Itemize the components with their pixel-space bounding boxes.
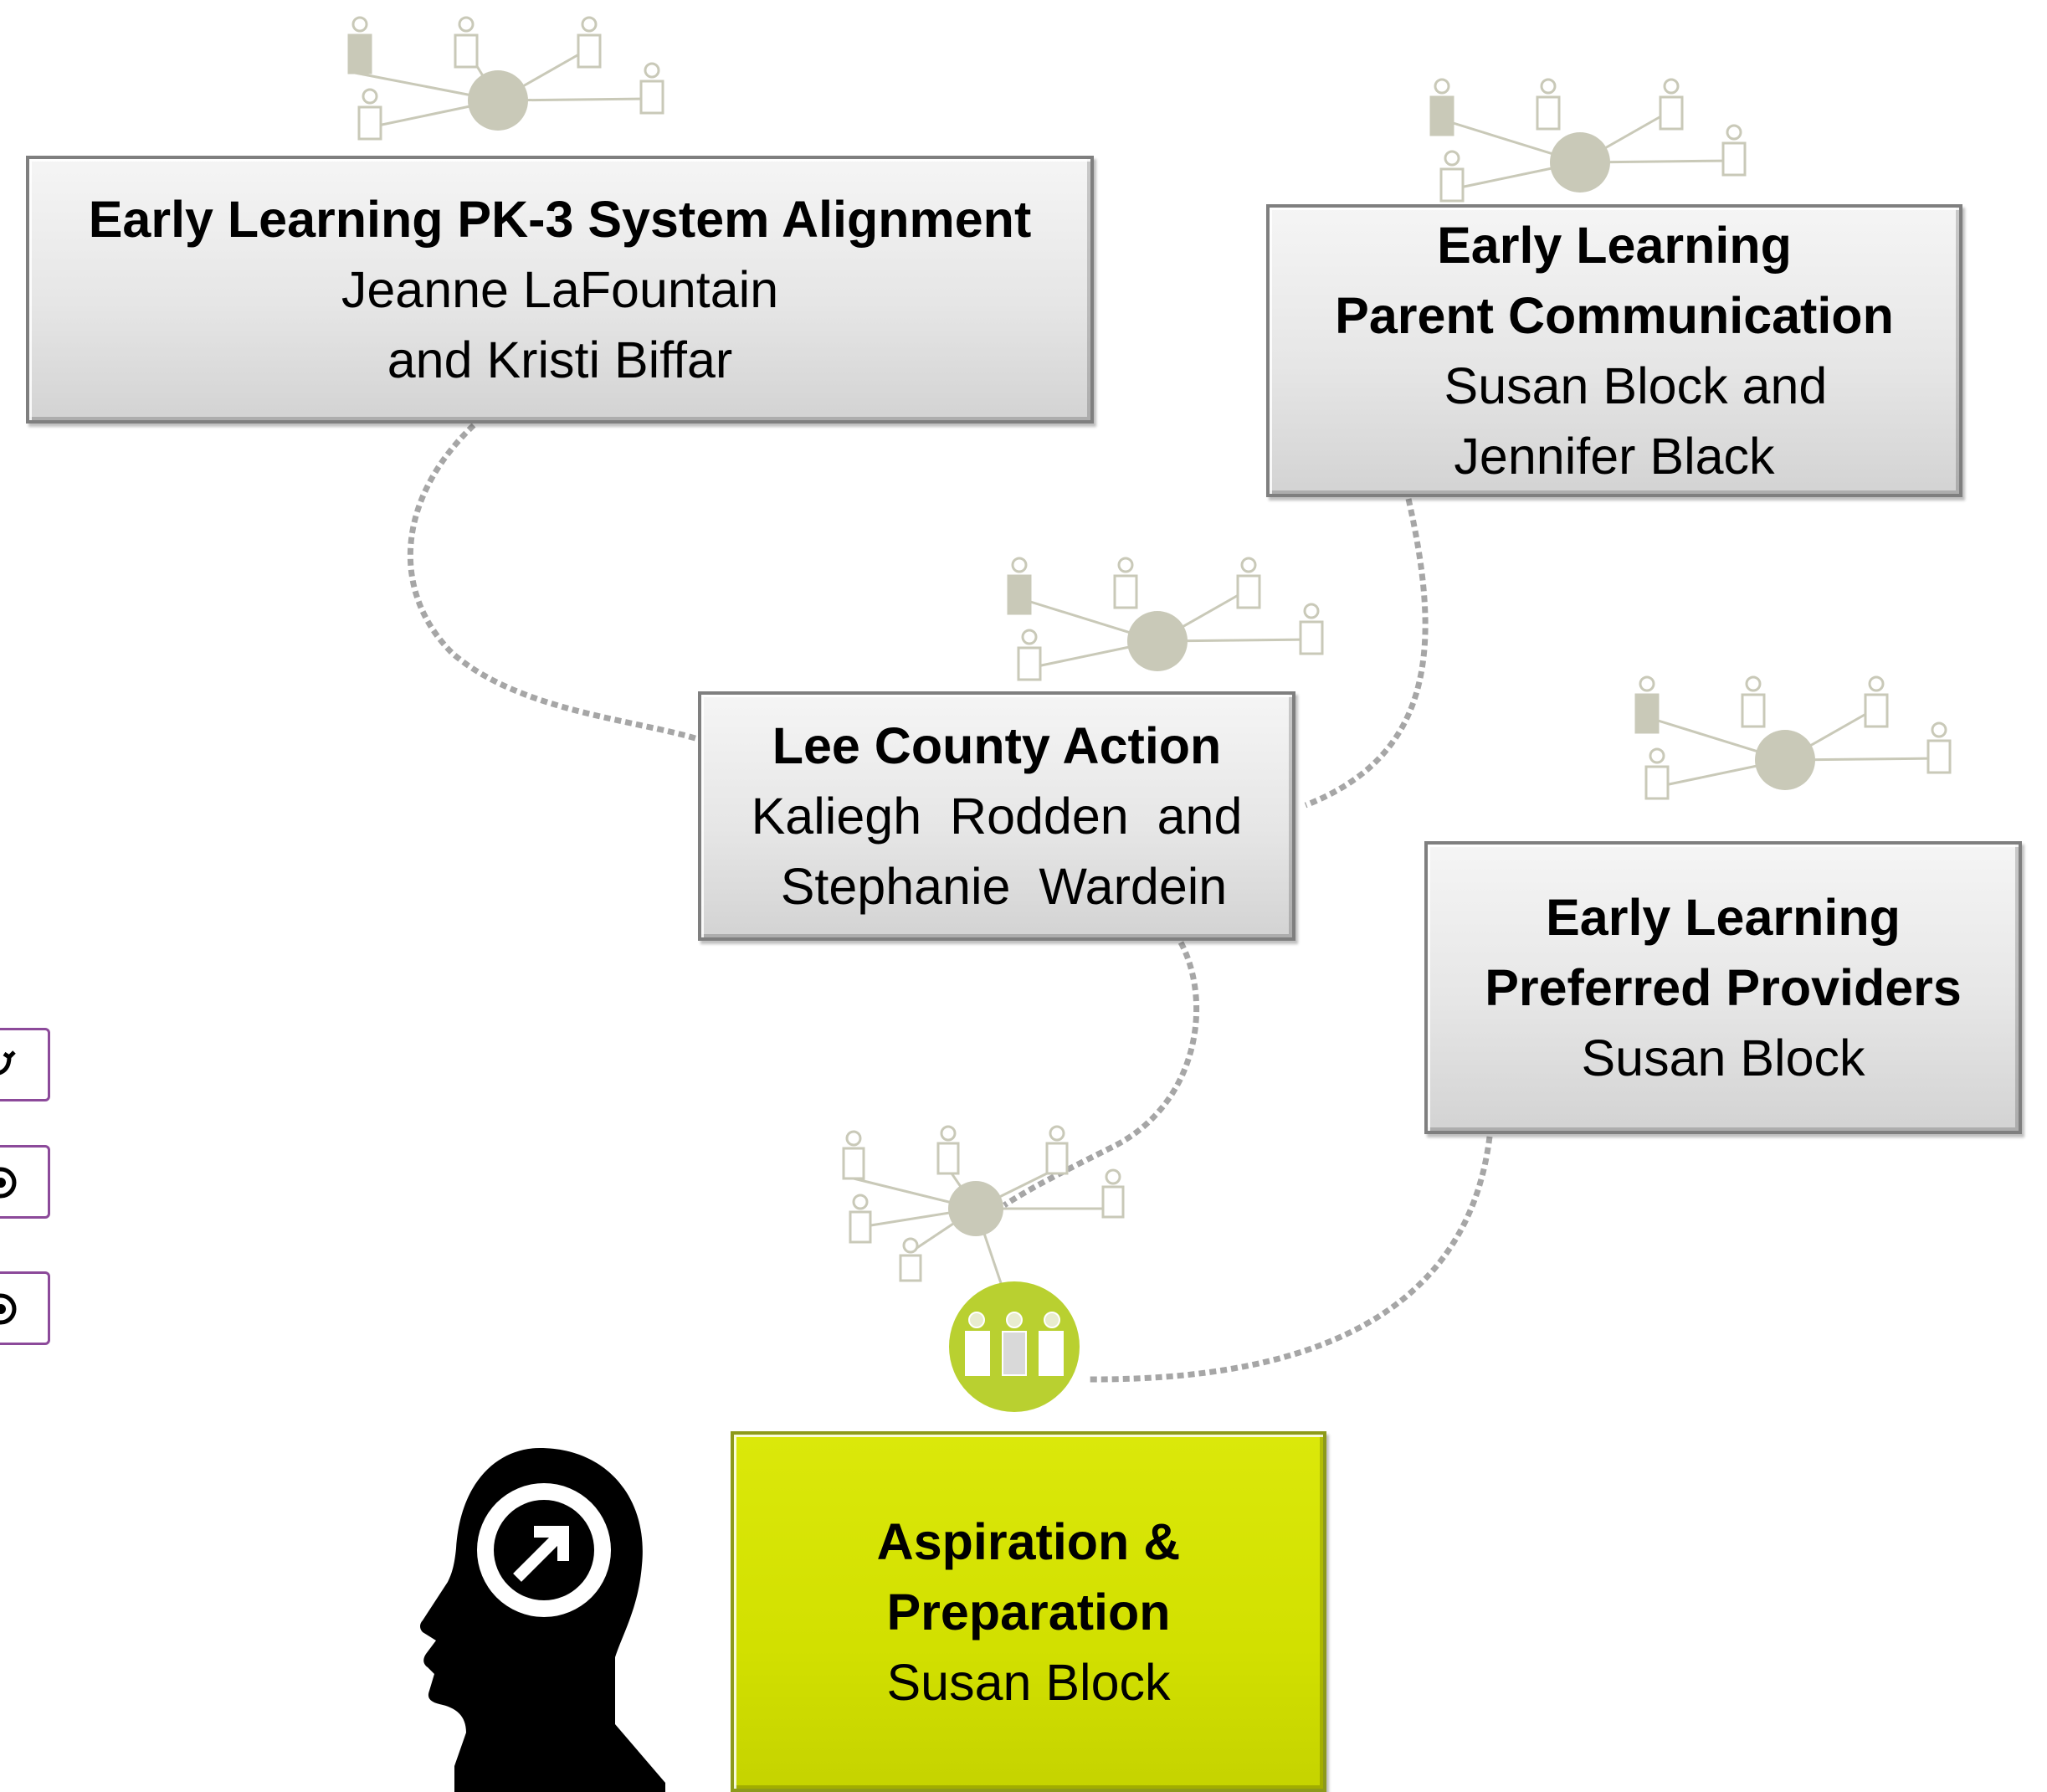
box-owner-line: Kaliegh Rodden and <box>751 788 1243 845</box>
box-aspiration-preparation: Aspiration & Preparation Susan Block <box>731 1431 1326 1792</box>
people-network-icon <box>1429 78 1747 203</box>
connector-lee-to-team <box>1003 941 1200 1208</box>
target-icon <box>0 1167 17 1199</box>
connector-providers-to-team <box>1087 1136 1493 1383</box>
box-owner-line: Stephanie Wardein <box>766 858 1228 915</box>
box-owner-line: Susan Block <box>1581 1030 1865 1086</box>
box-owner-line: Susan Block and <box>1401 357 1828 414</box>
target-icon <box>0 1293 17 1325</box>
people-network-icon <box>1007 557 1324 681</box>
box-title: Early Learning <box>1546 889 1901 946</box>
box-lee-county-action: Lee County Action Kaliegh Rodden and Ste… <box>698 691 1295 941</box>
box-owner-line: Susan Block <box>886 1653 1171 1711</box>
connectors <box>407 423 1493 1383</box>
box-title: Preparation <box>886 1583 1171 1641</box>
connector-pk3-to-lee <box>407 423 700 742</box>
box-owner-line: Jennifer Black <box>1454 428 1775 485</box>
people-network-icon <box>347 16 664 141</box>
box-title: Early Learning PK-3 System Alignment <box>88 191 1032 248</box>
side-button-target[interactable] <box>0 1271 50 1345</box>
side-button-refresh[interactable] <box>0 1028 50 1101</box>
people-network-icon <box>1634 675 1952 800</box>
side-button-target[interactable] <box>0 1145 50 1219</box>
box-preferred-providers: Early Learning Preferred Providers Susan… <box>1424 841 2022 1134</box>
box-parent-communication: Early Learning Parent Communication Susa… <box>1266 204 1962 497</box>
box-title: Parent Communication <box>1335 287 1894 344</box>
box-pk3-system-alignment: Early Learning PK-3 System Alignment Jea… <box>26 156 1094 424</box>
box-title: Lee County Action <box>772 717 1222 774</box>
refresh-arrows-icon <box>0 1050 16 1076</box>
head-target-icon <box>420 1448 665 1792</box>
connector-parent-to-lee <box>1304 498 1429 809</box>
box-owner-line: Jeanne LaFountain <box>341 261 779 318</box>
box-title: Preferred Providers <box>1485 959 1962 1016</box>
box-owner-line: and Kristi Biffar <box>387 331 733 388</box>
people-network-icon <box>842 1125 1125 1284</box>
team-people-icon <box>949 1281 1080 1412</box>
box-title: Aspiration & <box>876 1512 1181 1570</box>
network-icons <box>347 16 1952 1284</box>
box-title: Early Learning <box>1437 217 1792 274</box>
